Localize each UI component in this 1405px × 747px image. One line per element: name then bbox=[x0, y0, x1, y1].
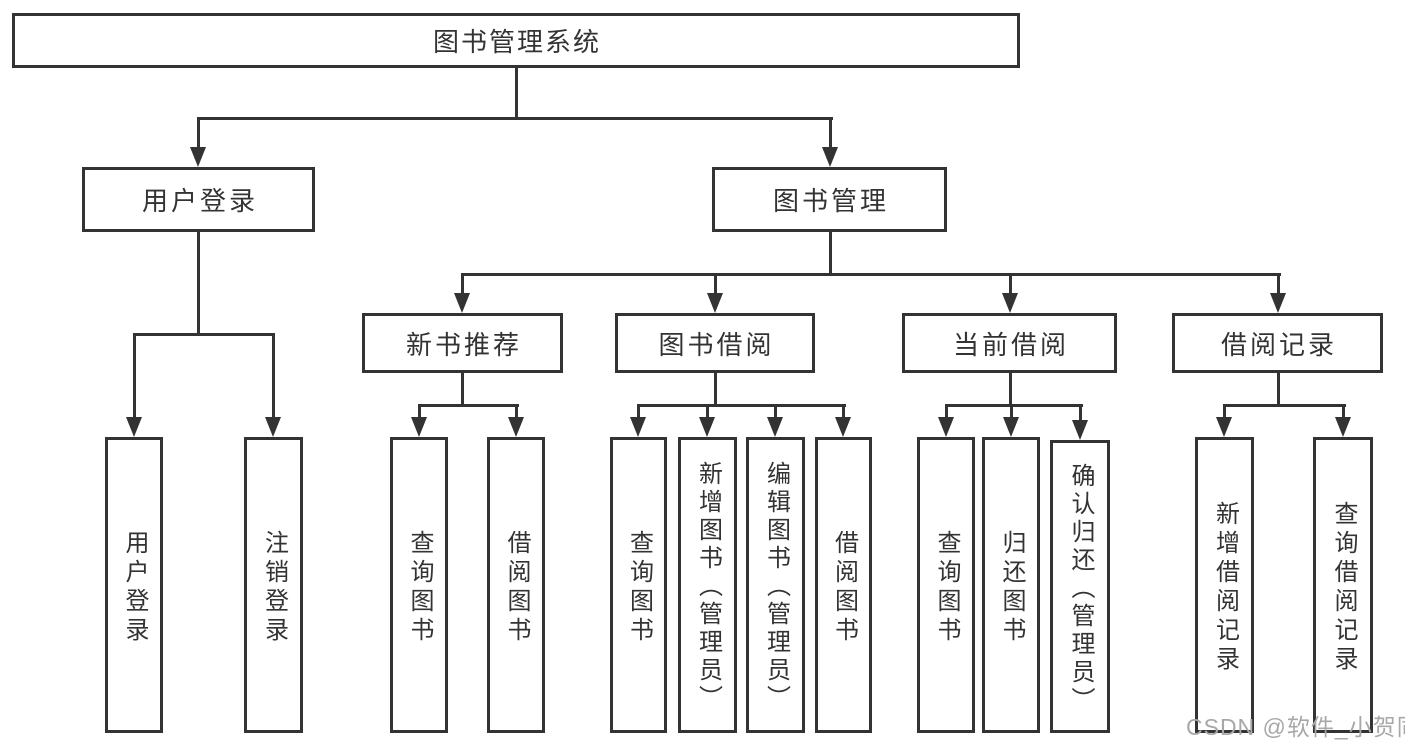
arrow-down-icon bbox=[190, 147, 206, 167]
arrow-down-icon bbox=[126, 417, 142, 437]
connector-line bbox=[714, 373, 717, 407]
leaf-add-borrow-record: 新增借阅记录 bbox=[1195, 437, 1254, 733]
node-book-management-label: 图书管理 bbox=[772, 186, 889, 216]
leaf-query-borrow-record: 查询借阅记录 bbox=[1313, 437, 1373, 733]
node-current-borrowing-label: 当前借阅 bbox=[952, 329, 1069, 360]
leaf-return-books-label: 归还图书 bbox=[998, 529, 1025, 646]
connector-line bbox=[829, 232, 832, 276]
connector-line bbox=[714, 273, 717, 297]
leaf-confirm-return-admin-label: 确认归还（管理员） bbox=[1067, 462, 1094, 715]
arrow-down-icon bbox=[265, 417, 281, 437]
connector-line bbox=[637, 404, 846, 407]
connector-line bbox=[197, 117, 200, 151]
arrow-down-icon bbox=[1335, 417, 1351, 437]
connector-line bbox=[133, 333, 136, 419]
leaf-add-borrow-record-label: 新增借阅记录 bbox=[1211, 500, 1239, 675]
leaf-return-books: 归还图书 bbox=[982, 437, 1040, 733]
connector-line bbox=[1010, 404, 1013, 420]
connector-line bbox=[637, 404, 640, 420]
node-new-book-recommend: 新书推荐 bbox=[362, 313, 563, 373]
connector-line bbox=[1009, 373, 1012, 407]
connector-line bbox=[197, 117, 833, 120]
connector-line bbox=[1009, 273, 1012, 297]
node-user-login-label: 用户登录 bbox=[141, 186, 258, 216]
connector-line bbox=[1223, 404, 1346, 407]
arrow-down-icon bbox=[454, 293, 470, 313]
leaf-borrowing-borrow-books-label: 借阅图书 bbox=[830, 529, 858, 646]
arrow-down-icon bbox=[707, 293, 723, 313]
leaf-borrowing-query-books-label: 查询图书 bbox=[625, 529, 653, 646]
connector-line bbox=[418, 404, 421, 420]
node-book-borrowing-label: 图书借阅 bbox=[658, 329, 775, 360]
connector-line bbox=[418, 404, 519, 407]
arrow-down-icon bbox=[508, 417, 524, 437]
leaf-user-login-label: 用户登录 bbox=[121, 529, 148, 646]
leaf-newbook-query-books: 查询图书 bbox=[390, 437, 448, 733]
connector-line bbox=[1277, 373, 1280, 407]
node-borrow-records: 借阅记录 bbox=[1172, 313, 1383, 373]
arrow-down-icon bbox=[1270, 293, 1286, 313]
arrow-down-icon bbox=[1072, 420, 1088, 440]
connector-line bbox=[461, 373, 464, 407]
arrow-down-icon bbox=[1003, 417, 1019, 437]
connector-line bbox=[1079, 404, 1082, 423]
connector-line bbox=[515, 68, 518, 118]
arrow-down-icon bbox=[767, 417, 783, 437]
leaf-edit-books-admin: 编辑图书（管理员） bbox=[746, 437, 805, 733]
leaf-borrowing-borrow-books: 借阅图书 bbox=[815, 437, 872, 733]
arrow-down-icon bbox=[1216, 417, 1232, 437]
arrow-down-icon bbox=[835, 417, 851, 437]
node-user-login: 用户登录 bbox=[82, 167, 315, 232]
arrow-down-icon bbox=[822, 147, 838, 167]
node-borrow-records-label: 借阅记录 bbox=[1220, 329, 1337, 360]
connector-line bbox=[272, 333, 275, 419]
node-book-management: 图书管理 bbox=[712, 167, 947, 232]
connector-line bbox=[1223, 404, 1226, 420]
leaf-add-books-admin: 新增图书（管理员） bbox=[678, 437, 737, 733]
node-current-borrowing: 当前借阅 bbox=[902, 313, 1117, 373]
connector-line bbox=[842, 404, 845, 420]
connector-line bbox=[1342, 404, 1345, 420]
connector-line bbox=[1277, 273, 1280, 297]
connector-line bbox=[945, 404, 948, 420]
leaf-add-books-admin-label: 新增图书（管理员） bbox=[694, 461, 722, 713]
leaf-borrowing-query-books: 查询图书 bbox=[610, 437, 667, 733]
connector-line bbox=[706, 404, 709, 420]
node-root-label: 图书管理系统 bbox=[432, 27, 601, 57]
leaf-current-query-books-label: 查询图书 bbox=[933, 529, 960, 646]
leaf-current-query-books: 查询图书 bbox=[917, 437, 975, 733]
csdn-watermark: CSDN @软件_小贺同学 bbox=[1186, 714, 1405, 740]
arrow-down-icon bbox=[938, 417, 954, 437]
leaf-newbook-borrow-books: 借阅图书 bbox=[487, 437, 545, 733]
node-book-borrowing: 图书借阅 bbox=[615, 313, 815, 373]
connector-line bbox=[945, 404, 1083, 407]
arrow-down-icon bbox=[630, 417, 646, 437]
leaf-query-borrow-record-label: 查询借阅记录 bbox=[1330, 500, 1357, 675]
leaf-user-login: 用户登录 bbox=[105, 437, 163, 733]
arrow-down-icon bbox=[1002, 293, 1018, 313]
arrow-down-icon bbox=[699, 417, 715, 437]
leaf-newbook-query-books-label: 查询图书 bbox=[406, 529, 433, 646]
leaf-confirm-return-admin: 确认归还（管理员） bbox=[1050, 440, 1110, 733]
leaf-edit-books-admin-label: 编辑图书（管理员） bbox=[762, 461, 790, 713]
node-root: 图书管理系统 bbox=[12, 13, 1020, 68]
connector-line bbox=[829, 117, 832, 151]
connector-line bbox=[515, 404, 518, 420]
leaf-logout: 注销登录 bbox=[244, 437, 303, 733]
connector-line bbox=[133, 333, 275, 336]
connector-line bbox=[774, 404, 777, 420]
connector-line bbox=[461, 273, 1281, 276]
leaf-newbook-borrow-books-label: 借阅图书 bbox=[503, 529, 530, 646]
connector-line bbox=[197, 232, 200, 336]
leaf-logout-label: 注销登录 bbox=[260, 529, 288, 646]
connector-line bbox=[461, 273, 464, 297]
arrow-down-icon bbox=[411, 417, 427, 437]
node-new-book-recommend-label: 新书推荐 bbox=[405, 329, 522, 360]
